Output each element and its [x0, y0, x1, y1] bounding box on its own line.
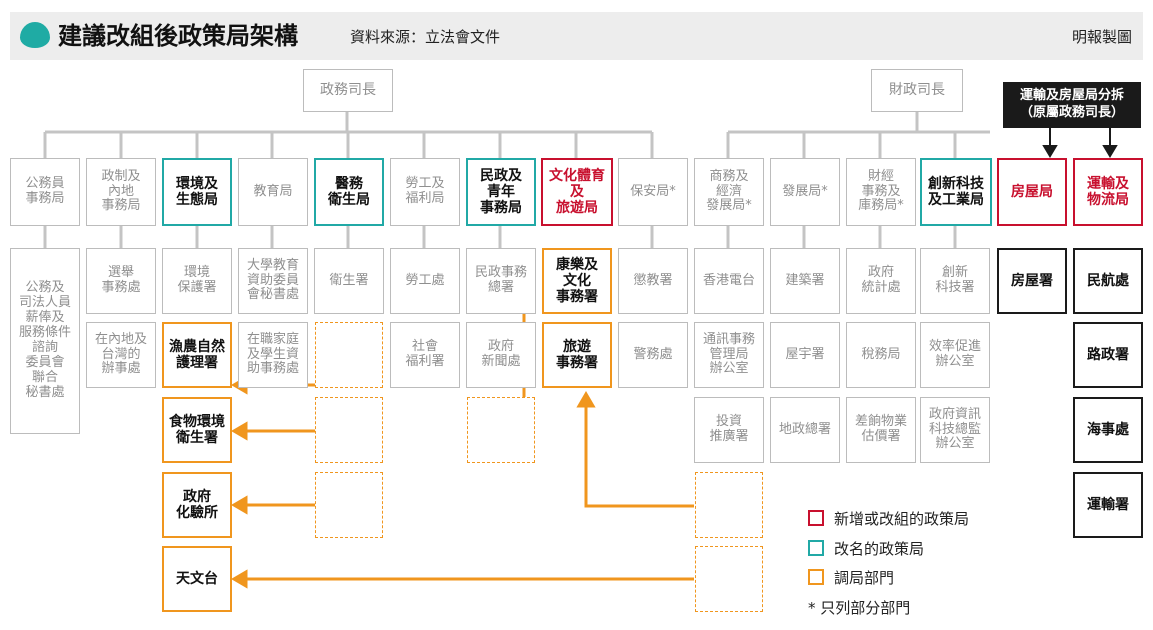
- legend-swatch-new-bureau: [808, 510, 824, 526]
- dept-rthk: 香港電台: [694, 248, 764, 314]
- bureau-security: 保安局*: [618, 158, 688, 226]
- source-note: 資料來源：立法會文件: [350, 28, 501, 46]
- dept-epd: 環境 保護署: [162, 248, 232, 314]
- dept-tourism-commission: 旅遊 事務署: [542, 322, 612, 388]
- bureau-housing: 房屋局: [997, 158, 1067, 226]
- dept-civil-aviation: 民航處: [1073, 248, 1143, 314]
- bureau-labour-welfare: 勞工及 福利局: [390, 158, 460, 226]
- dept-police: 警務處: [618, 322, 688, 388]
- chart-title: 建議改組後政策局架構: [58, 21, 298, 50]
- dept-transport: 運輸署: [1073, 472, 1143, 538]
- dept-mainland-taiwan-offices: 在內地及 台灣的 辦事處: [86, 322, 156, 388]
- legend-label-renamed-bureau: 改名的政策局: [834, 540, 925, 558]
- split-note: 運輸及房屋局分拆 （原屬政務司長）: [1003, 82, 1141, 128]
- dept-rvd: 差餉物業 估價署: [846, 397, 916, 463]
- dept-dh: 衛生署: [314, 248, 384, 314]
- dept-swd: 社會 福利署: [390, 322, 460, 388]
- bureau-environment-ecology: 環境及 生態局: [162, 158, 232, 226]
- chief-secretary-box: 政務司長: [303, 69, 393, 112]
- bureau-civil-service: 公務員 事務局: [10, 158, 80, 226]
- dept-landsd: 地政總署: [770, 397, 840, 463]
- header-bar: [10, 12, 1143, 60]
- dept-had: 民政事務 總署: [466, 248, 536, 314]
- bureau-innovation-technology: 創新科技 及工業局: [920, 158, 992, 226]
- legend-swatch-renamed-bureau: [808, 540, 824, 556]
- dept-bd: 屋宇署: [770, 322, 840, 388]
- financial-secretary-box: 財政司長: [871, 69, 963, 112]
- dept-itc: 創新 科技署: [920, 248, 990, 314]
- bureau-education: 教育局: [238, 158, 308, 226]
- legend-label-new-bureau: 新增或改組的政策局: [834, 510, 970, 528]
- vacated-slot: [315, 472, 383, 538]
- dept-marine: 海事處: [1073, 397, 1143, 463]
- dept-civil-service-secretariat: 公務及 司法人員 薪俸及 服務條件 諮詢 委員會 聯合 秘書處: [10, 248, 80, 434]
- credit: 明報製圖: [1071, 28, 1132, 46]
- dept-afcd: 漁農自然 護理署: [162, 322, 232, 388]
- dept-efficiency-office: 效率促進 辦公室: [920, 322, 990, 388]
- dept-ofca: 通訊事務 管理局 辦公室: [694, 322, 764, 388]
- title-bullet-icon: [20, 22, 50, 48]
- vacated-slot: [467, 397, 535, 463]
- dept-investhk: 投資 推廣署: [694, 397, 764, 463]
- vacated-slot: [315, 397, 383, 463]
- bureau-transport-logistics: 運輸及 物流局: [1073, 158, 1143, 226]
- dept-labour: 勞工處: [390, 248, 460, 314]
- dept-registration: 選舉 事務處: [86, 248, 156, 314]
- dept-family-student-assistance: 在職家庭 及學生資 助事務處: [238, 322, 308, 388]
- dept-housing-department: 房屋署: [997, 248, 1067, 314]
- dept-ird: 稅務局: [846, 322, 916, 388]
- dept-highways: 路政署: [1073, 322, 1143, 388]
- dept-fehd: 食物環境 衛生署: [162, 397, 232, 463]
- dept-archsd: 建築署: [770, 248, 840, 314]
- bureau-health: 醫務 衛生局: [314, 158, 384, 226]
- dept-lcsd: 康樂及 文化 事務署: [542, 248, 612, 314]
- legend-footnote: * 只列部分部門: [808, 599, 911, 617]
- bureau-commerce: 商務及 經濟 發展局*: [694, 158, 764, 226]
- bureau-development: 發展局*: [770, 158, 840, 226]
- dept-ogcio: 政府資訊 科技總監 辦公室: [920, 397, 990, 463]
- bureau-constitutional-mainland: 政制及 內地 事務局: [86, 158, 156, 226]
- bureau-financial-services: 財經 事務及 庫務局*: [846, 158, 916, 226]
- legend-label-moved-dept: 調局部門: [834, 569, 895, 587]
- bureau-culture-sports-tourism: 文化體育 及 旅遊局: [541, 158, 613, 226]
- dept-csd: 懲教署: [618, 248, 688, 314]
- dept-government-laboratory: 政府 化驗所: [162, 472, 232, 538]
- vacated-slot: [695, 472, 763, 538]
- dept-observatory: 天文台: [162, 546, 232, 612]
- dept-censtatd: 政府 統計處: [846, 248, 916, 314]
- bureau-home-youth: 民政及 青年 事務局: [466, 158, 536, 226]
- dept-isd: 政府 新聞處: [466, 322, 536, 388]
- dept-ugc-secretariat: 大學教育 資助委員 會秘書處: [238, 248, 308, 314]
- legend-swatch-moved-dept: [808, 569, 824, 585]
- vacated-slot: [695, 546, 763, 612]
- vacated-slot: [315, 322, 383, 388]
